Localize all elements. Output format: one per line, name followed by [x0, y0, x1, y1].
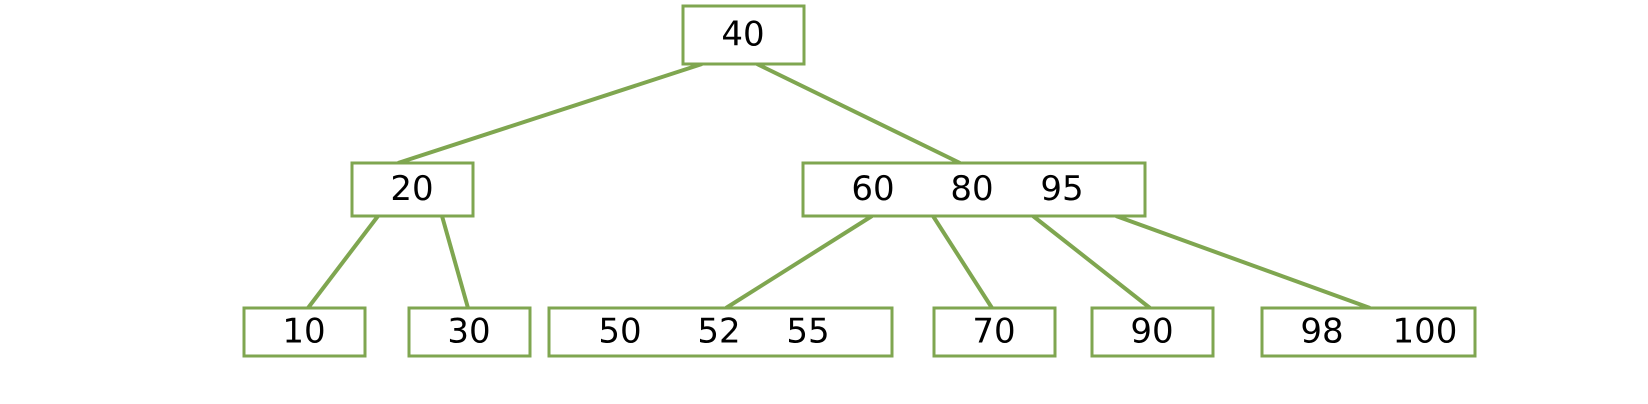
key-leaf-30-0: 30 — [447, 312, 490, 352]
nodes-layer — [242, 4, 1477, 358]
edge-20-to-30 — [440, 215, 470, 309]
key-internal-right-2: 95 — [1040, 169, 1083, 209]
key-leaf-98-100-0: 98 — [1300, 312, 1343, 352]
node-internal-right[interactable] — [801, 161, 1147, 218]
edge-root-to-20 — [397, 62, 703, 165]
key-leaf-50-52-55-1: 52 — [697, 312, 740, 352]
keys-layer: 40 20 60 80 95 10 30 50 52 55 70 90 98 100 — [282, 15, 1457, 352]
node-leaf-30[interactable] — [407, 306, 532, 358]
node-leaf-90[interactable] — [1090, 306, 1215, 358]
node-leaf-70[interactable] — [932, 306, 1057, 358]
edge-60-to-90 — [1031, 214, 1152, 310]
node-leaf-98-100[interactable] — [1260, 306, 1477, 358]
edge-20-to-10 — [306, 214, 380, 310]
node-leaf-10[interactable] — [242, 306, 367, 358]
key-root-0: 40 — [721, 15, 764, 55]
key-leaf-50-52-55-2: 55 — [786, 312, 829, 352]
key-internal-left-0: 20 — [390, 169, 433, 209]
edge-60-to-70 — [931, 214, 994, 310]
key-leaf-90-0: 90 — [1130, 312, 1173, 352]
key-internal-right-0: 60 — [851, 169, 894, 209]
key-leaf-70-0: 70 — [972, 312, 1015, 352]
edge-root-to-60 — [756, 62, 961, 165]
key-leaf-98-100-1: 100 — [1393, 312, 1458, 352]
key-leaf-50-52-55-0: 50 — [598, 312, 641, 352]
edge-60-to-98 — [1115, 214, 1371, 310]
key-leaf-10-0: 10 — [282, 312, 325, 352]
node-internal-left[interactable] — [350, 161, 475, 218]
edge-60-to-50 — [724, 214, 874, 310]
node-root[interactable] — [681, 4, 806, 66]
edges-layer — [306, 62, 1371, 310]
key-internal-right-1: 80 — [950, 169, 993, 209]
node-leaf-50-52-55[interactable] — [547, 306, 894, 358]
